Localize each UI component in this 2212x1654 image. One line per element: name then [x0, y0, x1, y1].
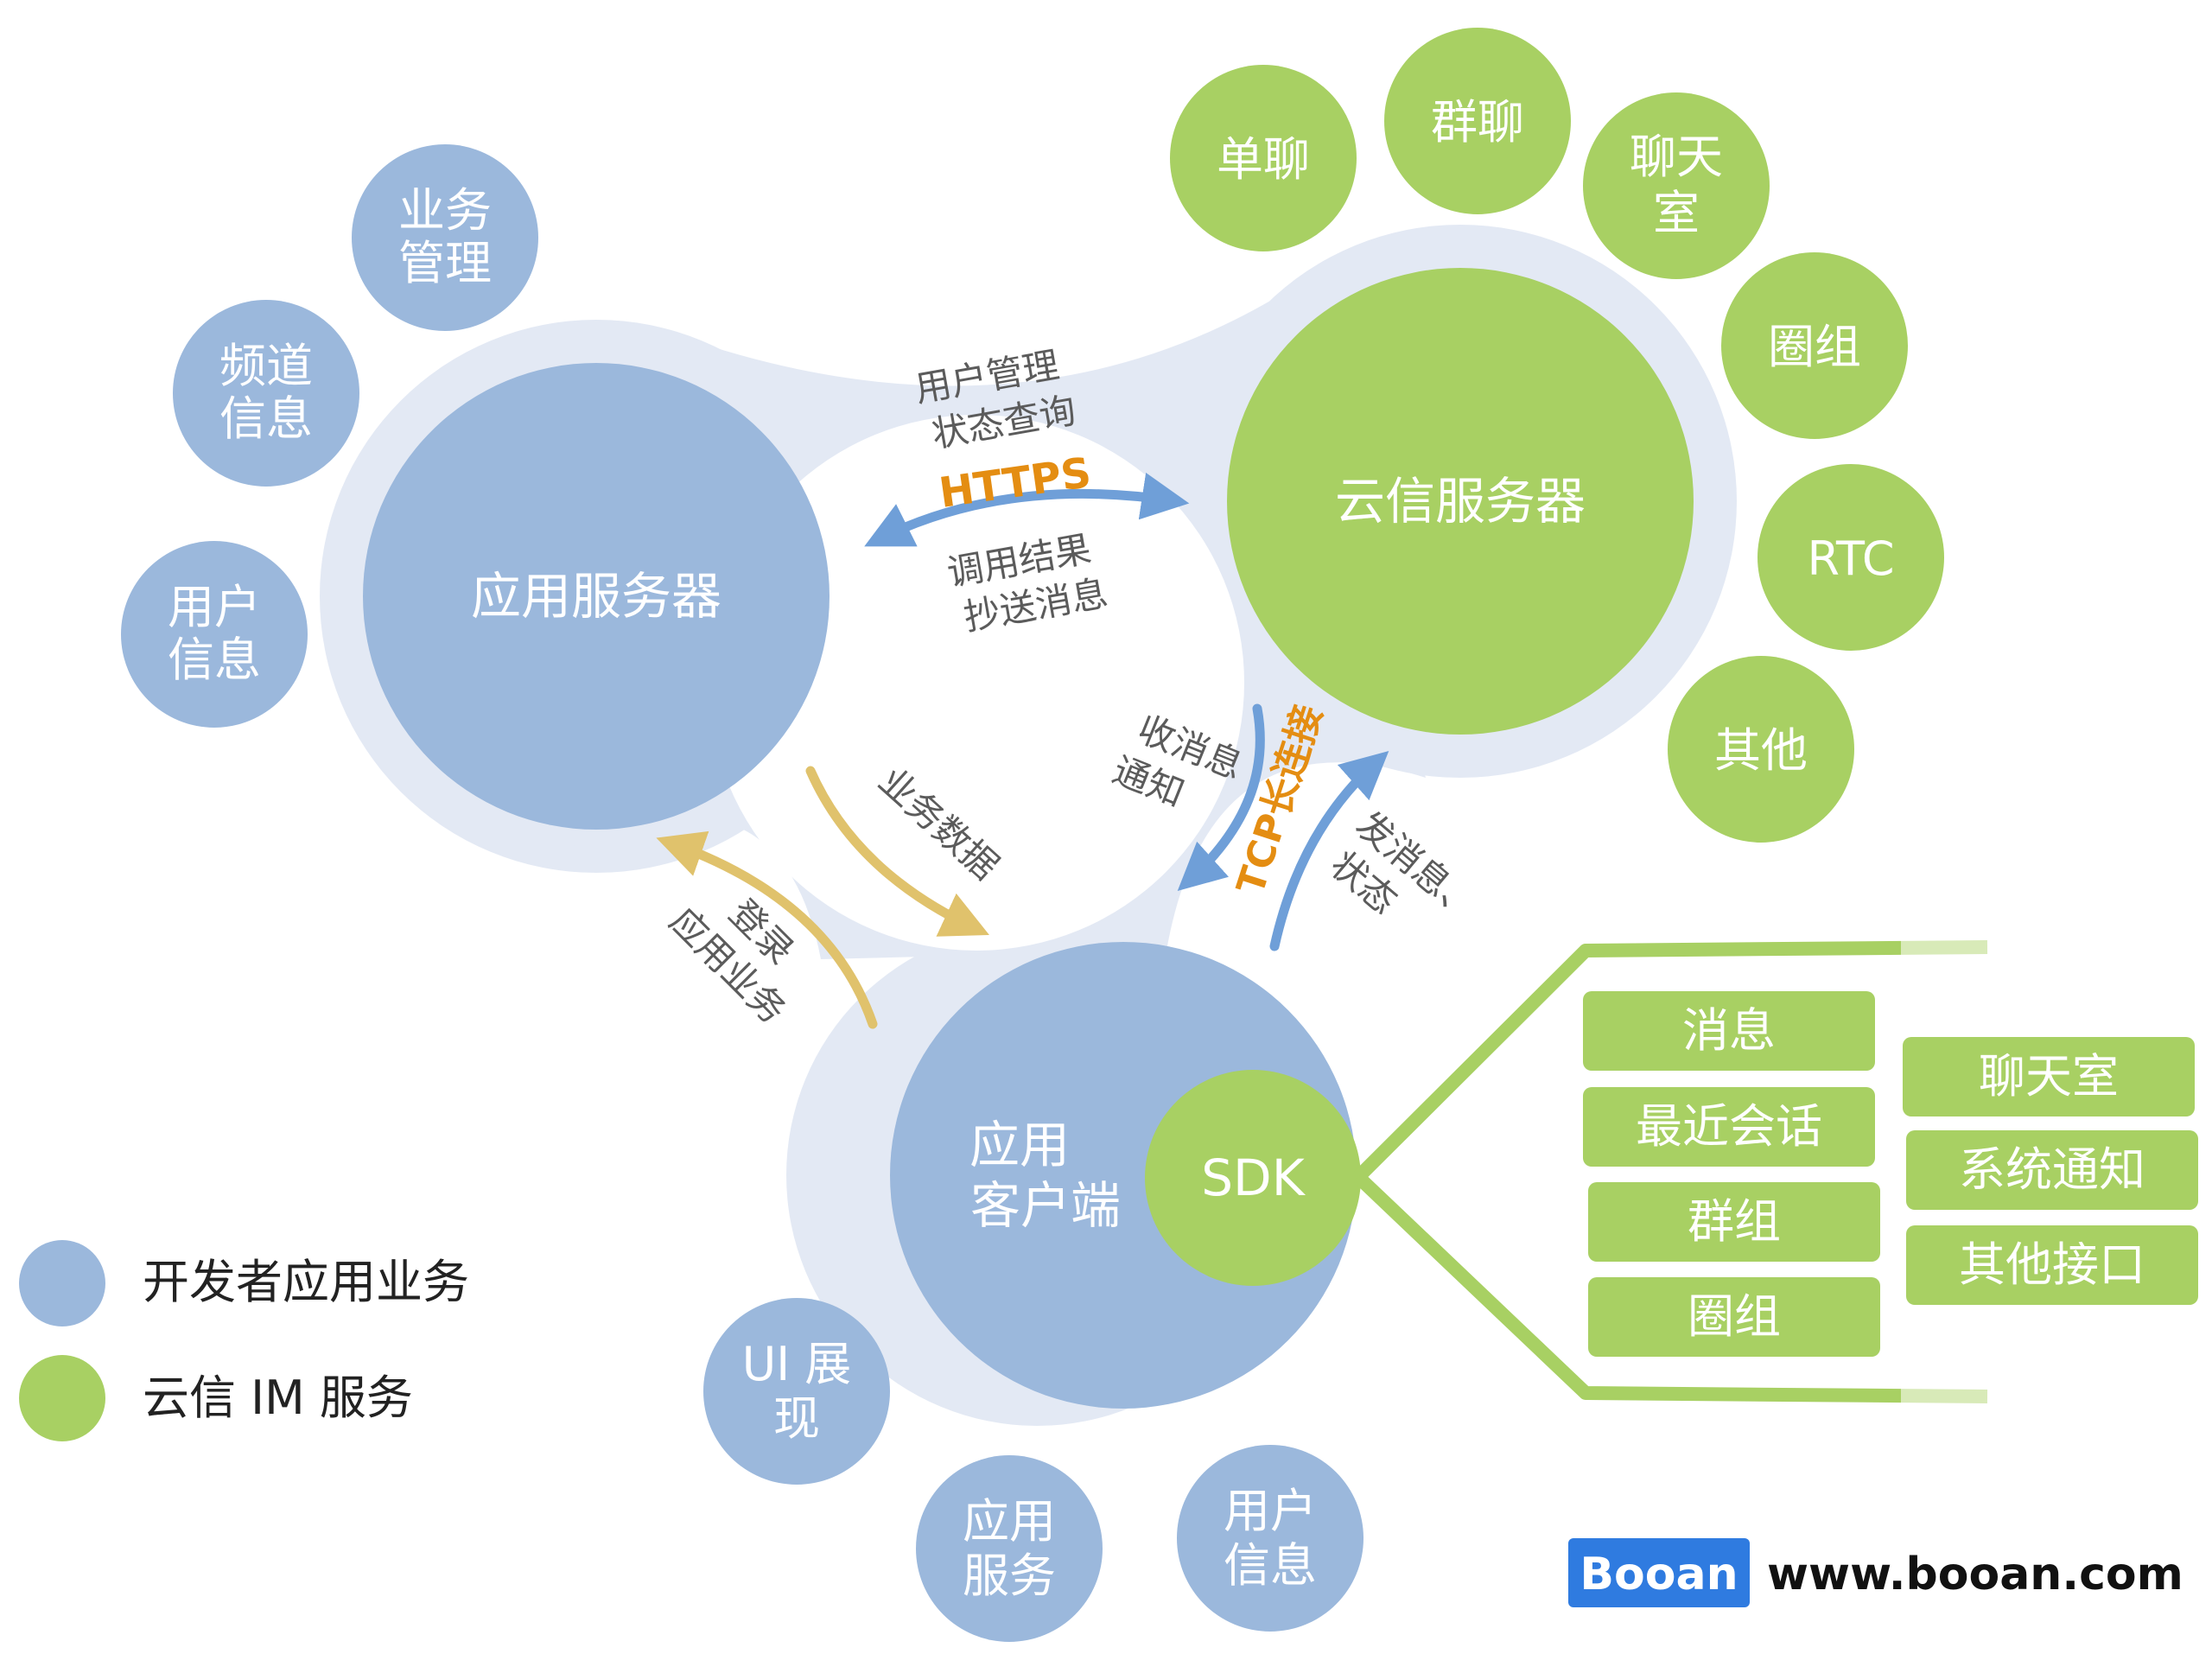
satellite-group-chat: 群聊	[1384, 28, 1571, 214]
svg-text:其他: 其他	[1714, 723, 1808, 778]
svg-text:聊天: 聊天	[1630, 130, 1723, 184]
legend-label-im: 云信 IM 服务	[143, 1371, 413, 1425]
svg-text:业务: 业务	[398, 183, 492, 238]
business-data-arrow	[805, 766, 989, 937]
receive-arrow	[1177, 703, 1265, 892]
svg-text:最近会话: 最近会话	[1636, 1099, 1822, 1154]
satellite-channel-info: 频道 信息	[173, 300, 359, 487]
svg-text:现: 现	[773, 1391, 820, 1446]
svg-text:室: 室	[1653, 186, 1700, 240]
satellite-user-info-client: 用户 信息	[1177, 1445, 1363, 1632]
satellite-rtc: RTC	[1758, 464, 1944, 651]
svg-text:RTC: RTC	[1807, 531, 1894, 586]
satellite-business-management: 业务 管理	[352, 144, 538, 331]
satellite-app-service: 应用 服务	[916, 1455, 1103, 1642]
satellite-user-info-server: 用户 信息	[121, 541, 308, 728]
legend: 开发者应用业务 云信 IM 服务	[19, 1240, 469, 1441]
watermark-url: www.booan.com	[1767, 1549, 2183, 1600]
legend-label-developer: 开发者应用业务	[143, 1255, 469, 1309]
app-client-label-line1: 应用	[969, 1116, 1070, 1174]
svg-text:管理: 管理	[398, 236, 492, 290]
legend-swatch-im	[19, 1355, 105, 1441]
watermark: Booan www.booan.com	[1568, 1538, 2183, 1607]
svg-text:群聊: 群聊	[1431, 95, 1524, 149]
svg-text:用户: 用户	[1224, 1484, 1317, 1538]
send-arrow	[1269, 751, 1389, 951]
svg-text:服务: 服务	[963, 1549, 1056, 1603]
sdk-feature-message: 消息	[1583, 991, 1875, 1071]
satellite-single-chat: 单聊	[1170, 65, 1357, 251]
svg-text:信息: 信息	[1224, 1538, 1317, 1593]
svg-text:用户: 用户	[168, 580, 261, 634]
satellite-ui-display: UI 展 现	[703, 1298, 890, 1485]
svg-text:信息: 信息	[168, 633, 261, 687]
svg-text:应用: 应用	[963, 1494, 1056, 1549]
svg-text:群组: 群组	[1688, 1194, 1781, 1249]
svg-text:频道: 频道	[219, 339, 313, 393]
cloud-server-label: 云信服务器	[1335, 472, 1586, 531]
sdk-feature-group: 群组	[1588, 1182, 1880, 1262]
sdk-feature-system-notice: 系统通知	[1906, 1130, 2198, 1210]
sdk-fan-lower	[1353, 1172, 1988, 1403]
satellite-other: 其他	[1668, 656, 1854, 843]
svg-text:圈组: 圈组	[1768, 320, 1861, 374]
satellite-chatroom: 聊天 室	[1583, 92, 1770, 279]
sdk-feature-other-api: 其他接口	[1906, 1225, 2198, 1305]
svg-text:UI 展: UI 展	[742, 1337, 852, 1391]
sdk-feature-circle-group: 圈组	[1588, 1277, 1880, 1357]
app-server-node: 应用服务器	[363, 363, 830, 830]
svg-text:其他接口: 其他接口	[1959, 1237, 2145, 1292]
app-server-label: 应用服务器	[471, 567, 721, 626]
svg-text:消息: 消息	[1682, 1003, 1776, 1058]
app-client-label-line2: 客户端	[970, 1176, 1121, 1235]
sdk-feature-recent-sessions: 最近会话	[1583, 1087, 1875, 1167]
svg-text:单聊: 单聊	[1217, 132, 1310, 187]
app-client-node: 应用 客户端	[890, 942, 1357, 1409]
sdk-fan-upper	[1353, 940, 1988, 1182]
sdk-label: SDK	[1201, 1148, 1306, 1207]
watermark-brand: Booan	[1580, 1549, 1738, 1600]
sdk-feature-chatroom: 聊天室	[1903, 1037, 2195, 1116]
watermark-logo-box	[1568, 1538, 1750, 1607]
sdk-node: SDK	[1145, 1070, 1361, 1286]
https-arrow	[864, 472, 1190, 547]
satellite-circle-group: 圈组	[1721, 252, 1908, 439]
svg-text:圈组: 圈组	[1688, 1289, 1781, 1344]
svg-text:信息: 信息	[219, 391, 313, 446]
cloud-server-node: 云信服务器	[1227, 268, 1694, 735]
login-arrow	[656, 830, 878, 1029]
svg-text:聊天室: 聊天室	[1979, 1049, 2119, 1104]
legend-swatch-developer	[19, 1240, 105, 1326]
send-text: 发消息、 状态	[1322, 803, 1486, 929]
svg-text:系统通知: 系统通知	[1959, 1142, 2145, 1197]
